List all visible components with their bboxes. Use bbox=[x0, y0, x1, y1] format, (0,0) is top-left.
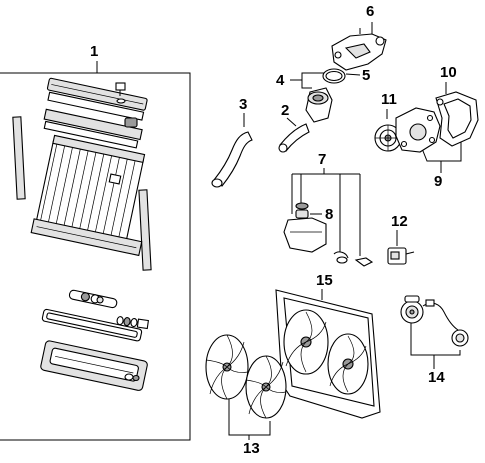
water-inlet-thermostat[interactable] bbox=[305, 87, 333, 123]
callout-9[interactable]: 9 bbox=[434, 173, 443, 190]
water-pump[interactable] bbox=[395, 107, 441, 153]
callout-8[interactable]: 8 bbox=[325, 206, 334, 223]
fan-shroud[interactable] bbox=[275, 289, 381, 419]
lower-radiator-hose[interactable] bbox=[211, 131, 253, 188]
callout-13[interactable]: 13 bbox=[243, 440, 260, 457]
callout-6[interactable]: 6 bbox=[366, 3, 375, 20]
callout-10[interactable]: 10 bbox=[440, 64, 457, 81]
callout-4[interactable]: 4 bbox=[276, 72, 285, 89]
thermostat-gasket[interactable] bbox=[322, 68, 346, 84]
radiator-lower-tank[interactable] bbox=[40, 308, 148, 391]
fan-blade-left[interactable] bbox=[205, 334, 249, 400]
fan-relay-sensor[interactable] bbox=[387, 247, 415, 265]
callout-5[interactable]: 5 bbox=[362, 67, 371, 84]
radiator-assembly[interactable] bbox=[12, 77, 152, 271]
coolant-reservoir[interactable] bbox=[283, 209, 327, 253]
fan-motor-wiring[interactable] bbox=[422, 299, 469, 347]
radiator-drain-parts[interactable] bbox=[68, 289, 150, 330]
leader-lines bbox=[0, 22, 462, 441]
reservoir-hose-clips[interactable] bbox=[333, 251, 374, 267]
callout-3[interactable]: 3 bbox=[239, 96, 248, 113]
callout-12[interactable]: 12 bbox=[391, 213, 408, 230]
callout-1[interactable]: 1 bbox=[90, 43, 99, 60]
fan-blade-right[interactable] bbox=[245, 355, 287, 419]
callout-14[interactable]: 14 bbox=[428, 369, 445, 386]
callout-2[interactable]: 2 bbox=[281, 102, 290, 119]
callout-7[interactable]: 7 bbox=[318, 151, 327, 168]
reservoir-cap[interactable] bbox=[295, 202, 309, 210]
water-pump-gasket[interactable] bbox=[435, 91, 479, 147]
callout-15[interactable]: 15 bbox=[316, 272, 333, 289]
water-pump-pulley[interactable] bbox=[374, 124, 402, 152]
fan-motor[interactable] bbox=[400, 295, 424, 324]
water-outlet[interactable] bbox=[331, 28, 387, 71]
upper-radiator-hose[interactable] bbox=[278, 123, 310, 153]
callout-11[interactable]: 11 bbox=[381, 91, 397, 108]
